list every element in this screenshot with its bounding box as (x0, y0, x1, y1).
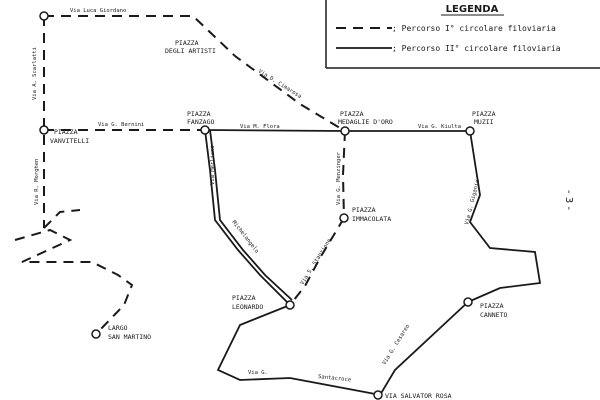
label-salvator-rosa: VIA SALVATOR ROSA (385, 392, 452, 400)
stop-piazza-fanzago (200, 125, 210, 135)
street-kiulta: Via G. Kiulta (418, 124, 461, 130)
stop-piazza-muzii (465, 126, 475, 136)
legend-route2-label: ; Percorso II° circolare filoviaria (392, 44, 561, 53)
stop-piazza-vanvitelli (39, 125, 49, 135)
street-giganie: Via G. Giganie (464, 179, 481, 225)
street-bernini: Via G. Bernini (98, 122, 144, 128)
route-2-solid (204, 129, 542, 397)
stop-largo-san-martino (91, 329, 101, 339)
legend-title: LEGENDA (446, 4, 499, 15)
stop-via-luca-giordano (39, 11, 49, 21)
route-1-dashed (14, 15, 346, 333)
street-santacroce: Santacroce (318, 374, 352, 383)
street-morghen: Via R. Morghen (34, 159, 40, 205)
street-menzinger: Via G. Menzinger (336, 151, 342, 205)
legend: LEGENDA ; Percorso I° circolare filoviar… (325, 0, 600, 69)
street-via-g: Via G. (248, 370, 268, 376)
street-flora: Via M. Flora (240, 124, 280, 130)
street-michelangelo: Michelangelo (230, 220, 259, 255)
street-stanzione: Via S. Stanzione (300, 238, 333, 286)
page-number: - 3 - (563, 190, 574, 210)
street-luca-giordano: Via Luca Giordano (70, 8, 126, 14)
stop-piazza-immacolata (339, 213, 349, 223)
street-cimarosa: Via D. Cimarosa (257, 69, 302, 100)
stop-piazza-canneto (463, 297, 473, 307)
street-merliani: Via Merliani (210, 145, 216, 185)
street-scarlatti: Via A. Scarlatti (32, 47, 38, 100)
legend-route1-label: ; Percorso I° circolare filoviaria (392, 24, 556, 33)
stop-piazza-leonardo (285, 300, 295, 310)
street-labels: Via Luca Giordano Via A. Scarlatti Via D… (32, 8, 481, 383)
stop-piazza-medaglie-doro (340, 126, 350, 136)
stops (39, 11, 475, 400)
stop-via-salvator-rosa (373, 390, 383, 400)
